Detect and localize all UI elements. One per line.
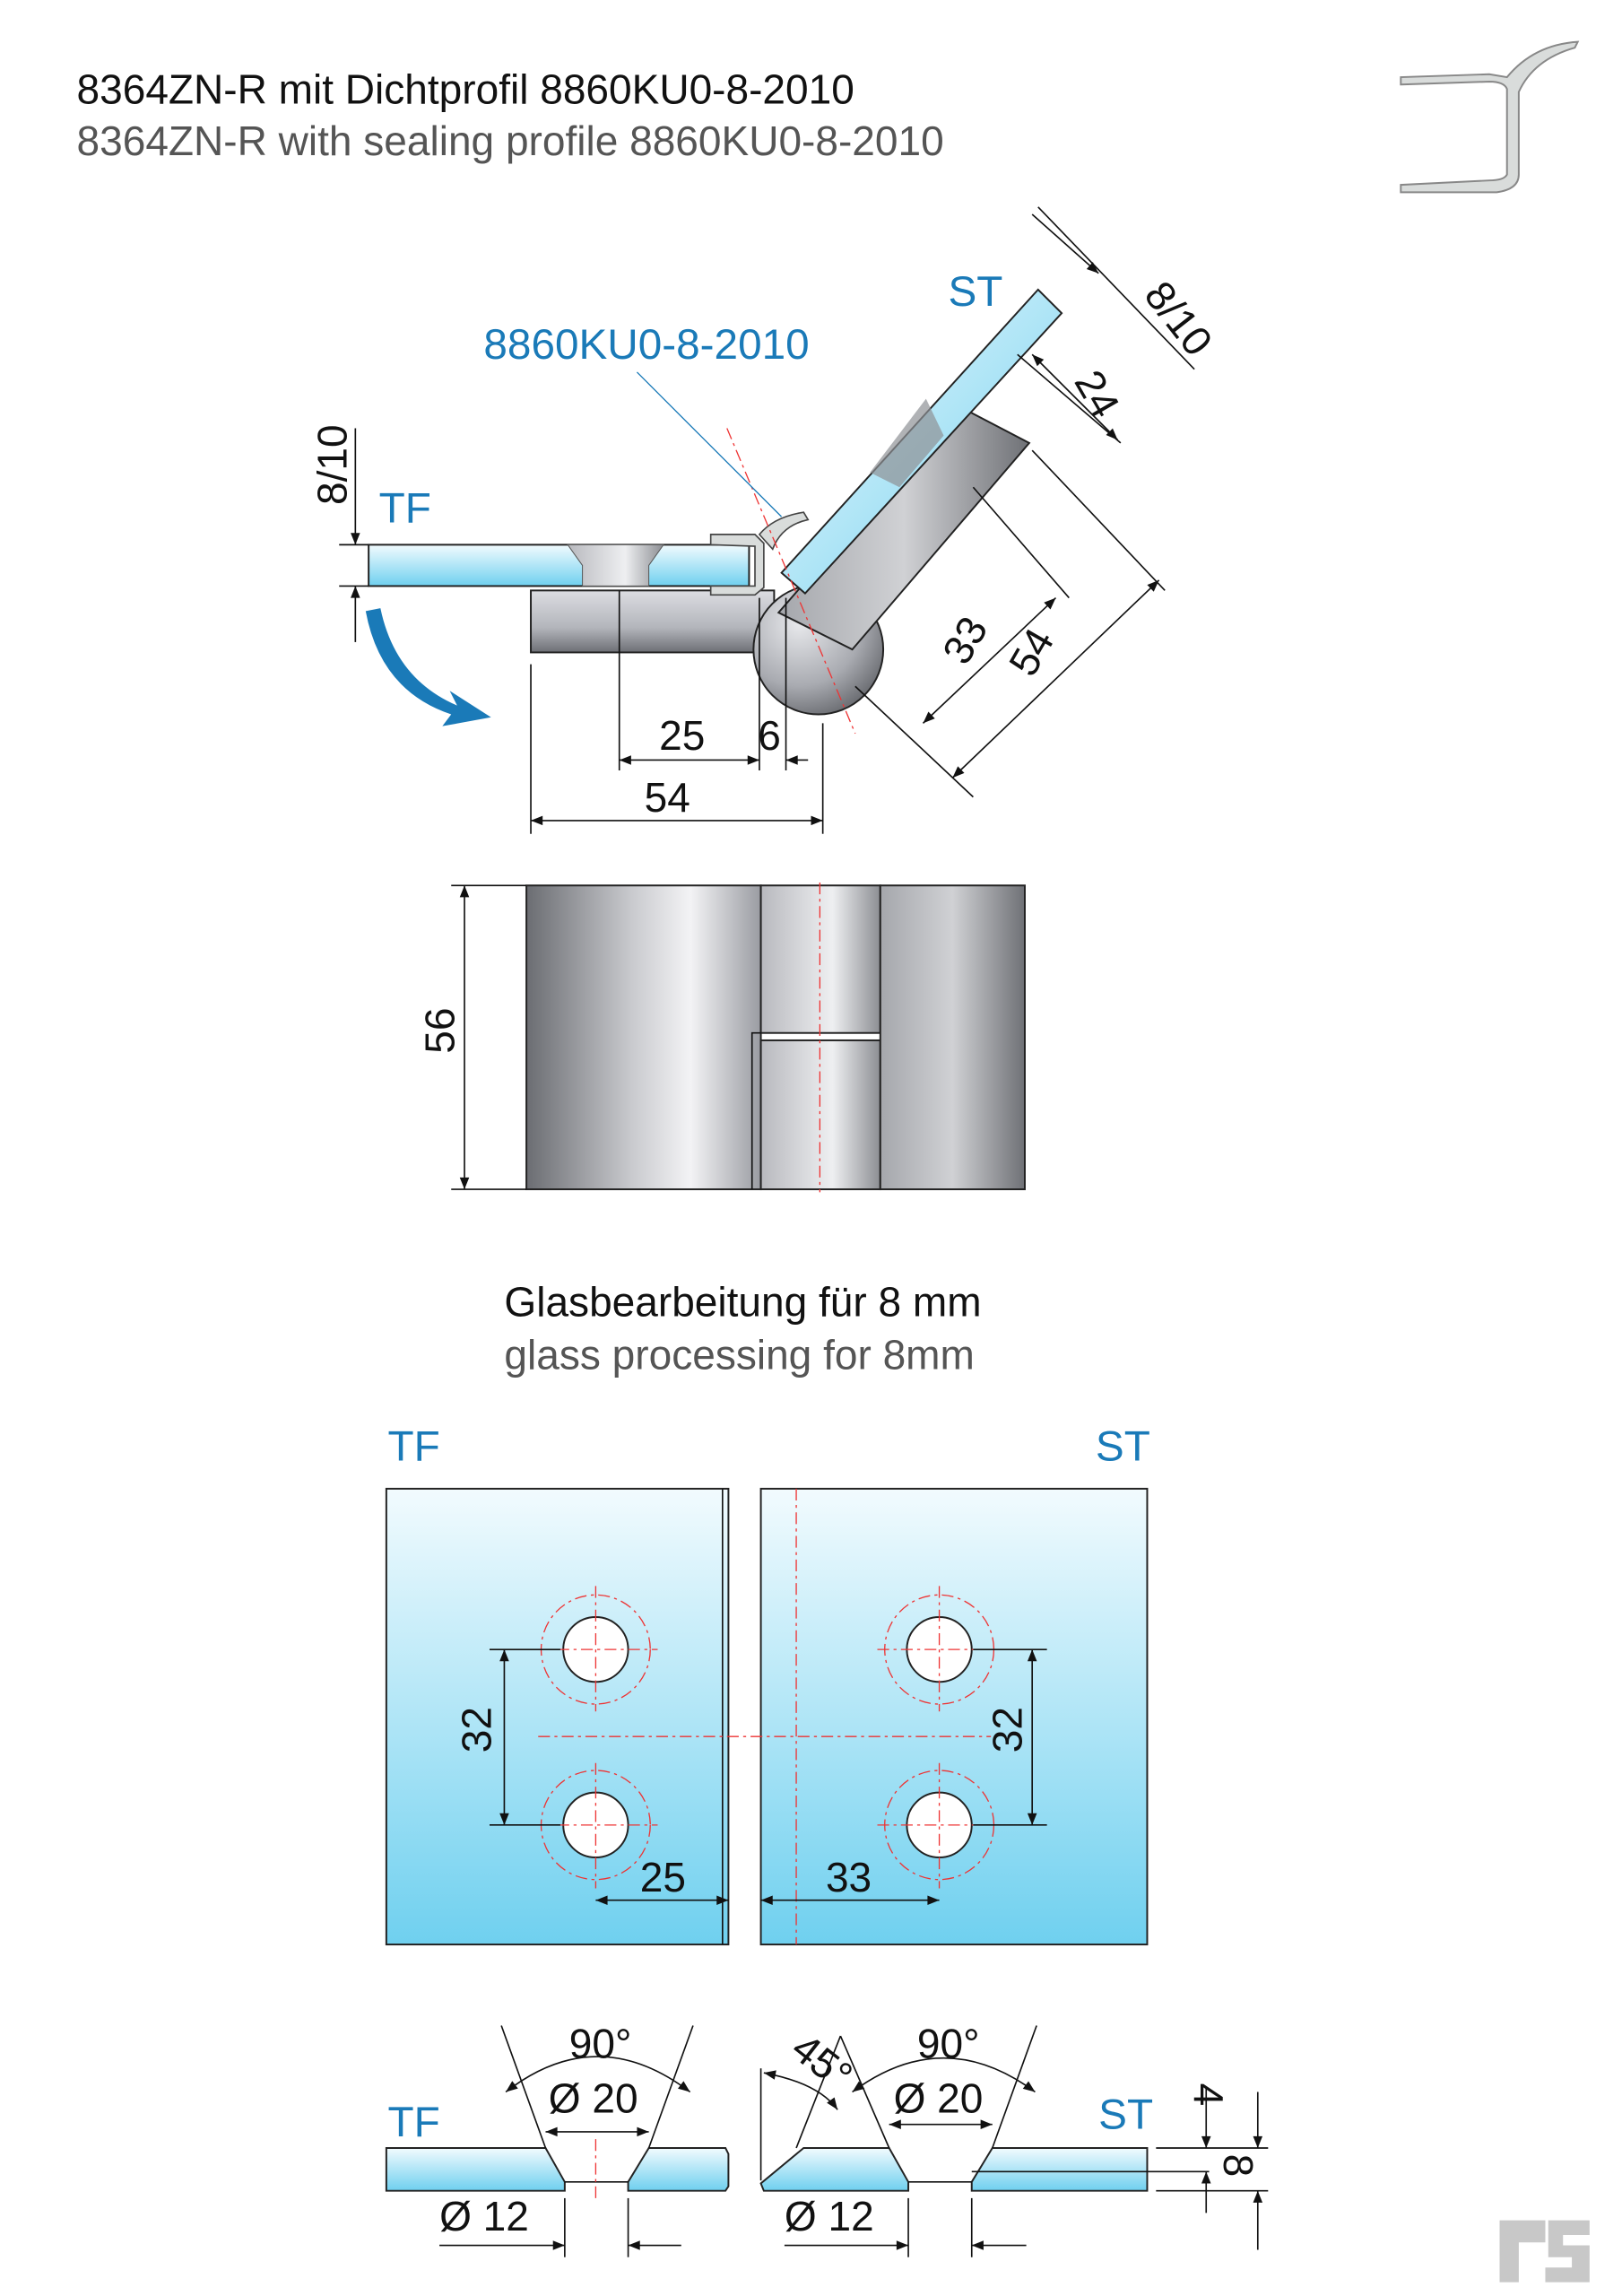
section-tf: TF 90° Ø 20 Ø 12 (385, 2021, 730, 2257)
dim-25-plan: 25 (640, 1854, 686, 1900)
brand-logo (1499, 2220, 1590, 2283)
label-profile: 8860KU0-8-2010 (483, 321, 809, 369)
glass-processing-title-german: Glasbearbeitung für 8 mm (504, 1278, 981, 1325)
st-hole-diameter: Ø 12 (785, 2193, 874, 2239)
profile-leader-line (636, 371, 783, 517)
dim-54: 54 (645, 774, 690, 821)
hinge-body-tf (530, 589, 776, 654)
label-tf: TF (379, 485, 431, 533)
title-german: 8364ZN-R mit Dichtprofil 8860KU0-8-2010 (77, 66, 854, 113)
label-st-section: ST (1098, 2092, 1153, 2139)
dim-33-plan: 33 (826, 1854, 872, 1900)
top-view: ST 8860KU0-8-2010 TF 8/10 25 6 54 8/1 (308, 206, 1222, 834)
dim-st-thickness: 8/10 (1136, 273, 1222, 365)
dim-6: 6 (758, 712, 781, 759)
glass-processing-title-english: glass processing for 8mm (504, 1332, 974, 1378)
countersink-tf (567, 544, 665, 587)
countersink-st (870, 398, 944, 488)
glass-panel-st (759, 1487, 1149, 1946)
st-dim-8: 8 (1215, 2154, 1262, 2178)
sealing-profile-icon (1400, 40, 1580, 194)
seal-profile (709, 511, 810, 596)
dim-54-diagonal: 54 (1000, 621, 1063, 683)
dim-32-right: 32 (984, 1707, 1031, 1752)
tf-angle: 90° (569, 2021, 632, 2067)
tf-countersink-diameter: Ø 20 (549, 2075, 638, 2122)
title-english: 8364ZN-R with sealing profile 8860KU0-8-… (77, 117, 944, 164)
section-st: 45° 90° Ø 20 ST Ø 12 4 8 (759, 2021, 1269, 2257)
st-bevel-angle: 45° (784, 2024, 862, 2100)
dim-tf-thickness: 8/10 (308, 424, 355, 505)
label-tf-section: TF (388, 2099, 440, 2146)
front-view: 56 (417, 882, 1026, 1193)
st-angle: 90° (917, 2021, 980, 2067)
dim-32-left: 32 (454, 1707, 500, 1752)
dim-24: 24 (1066, 362, 1130, 425)
dim-56: 56 (417, 1008, 464, 1054)
label-tf-plan: TF (388, 1423, 440, 1471)
glass-tf (368, 544, 750, 587)
st-dim-4: 4 (1185, 2083, 1232, 2107)
st-countersink-diameter: Ø 20 (894, 2075, 984, 2122)
label-st-plan: ST (1096, 1423, 1150, 1471)
dim-25: 25 (659, 712, 705, 759)
glass-panel-tf (385, 1487, 730, 1946)
glass-plan-view: 32 32 25 33 (385, 1487, 1149, 1946)
tf-hole-diameter: Ø 12 (439, 2193, 529, 2239)
label-st: ST (948, 268, 1002, 316)
rotation-arrow-icon (365, 608, 491, 726)
